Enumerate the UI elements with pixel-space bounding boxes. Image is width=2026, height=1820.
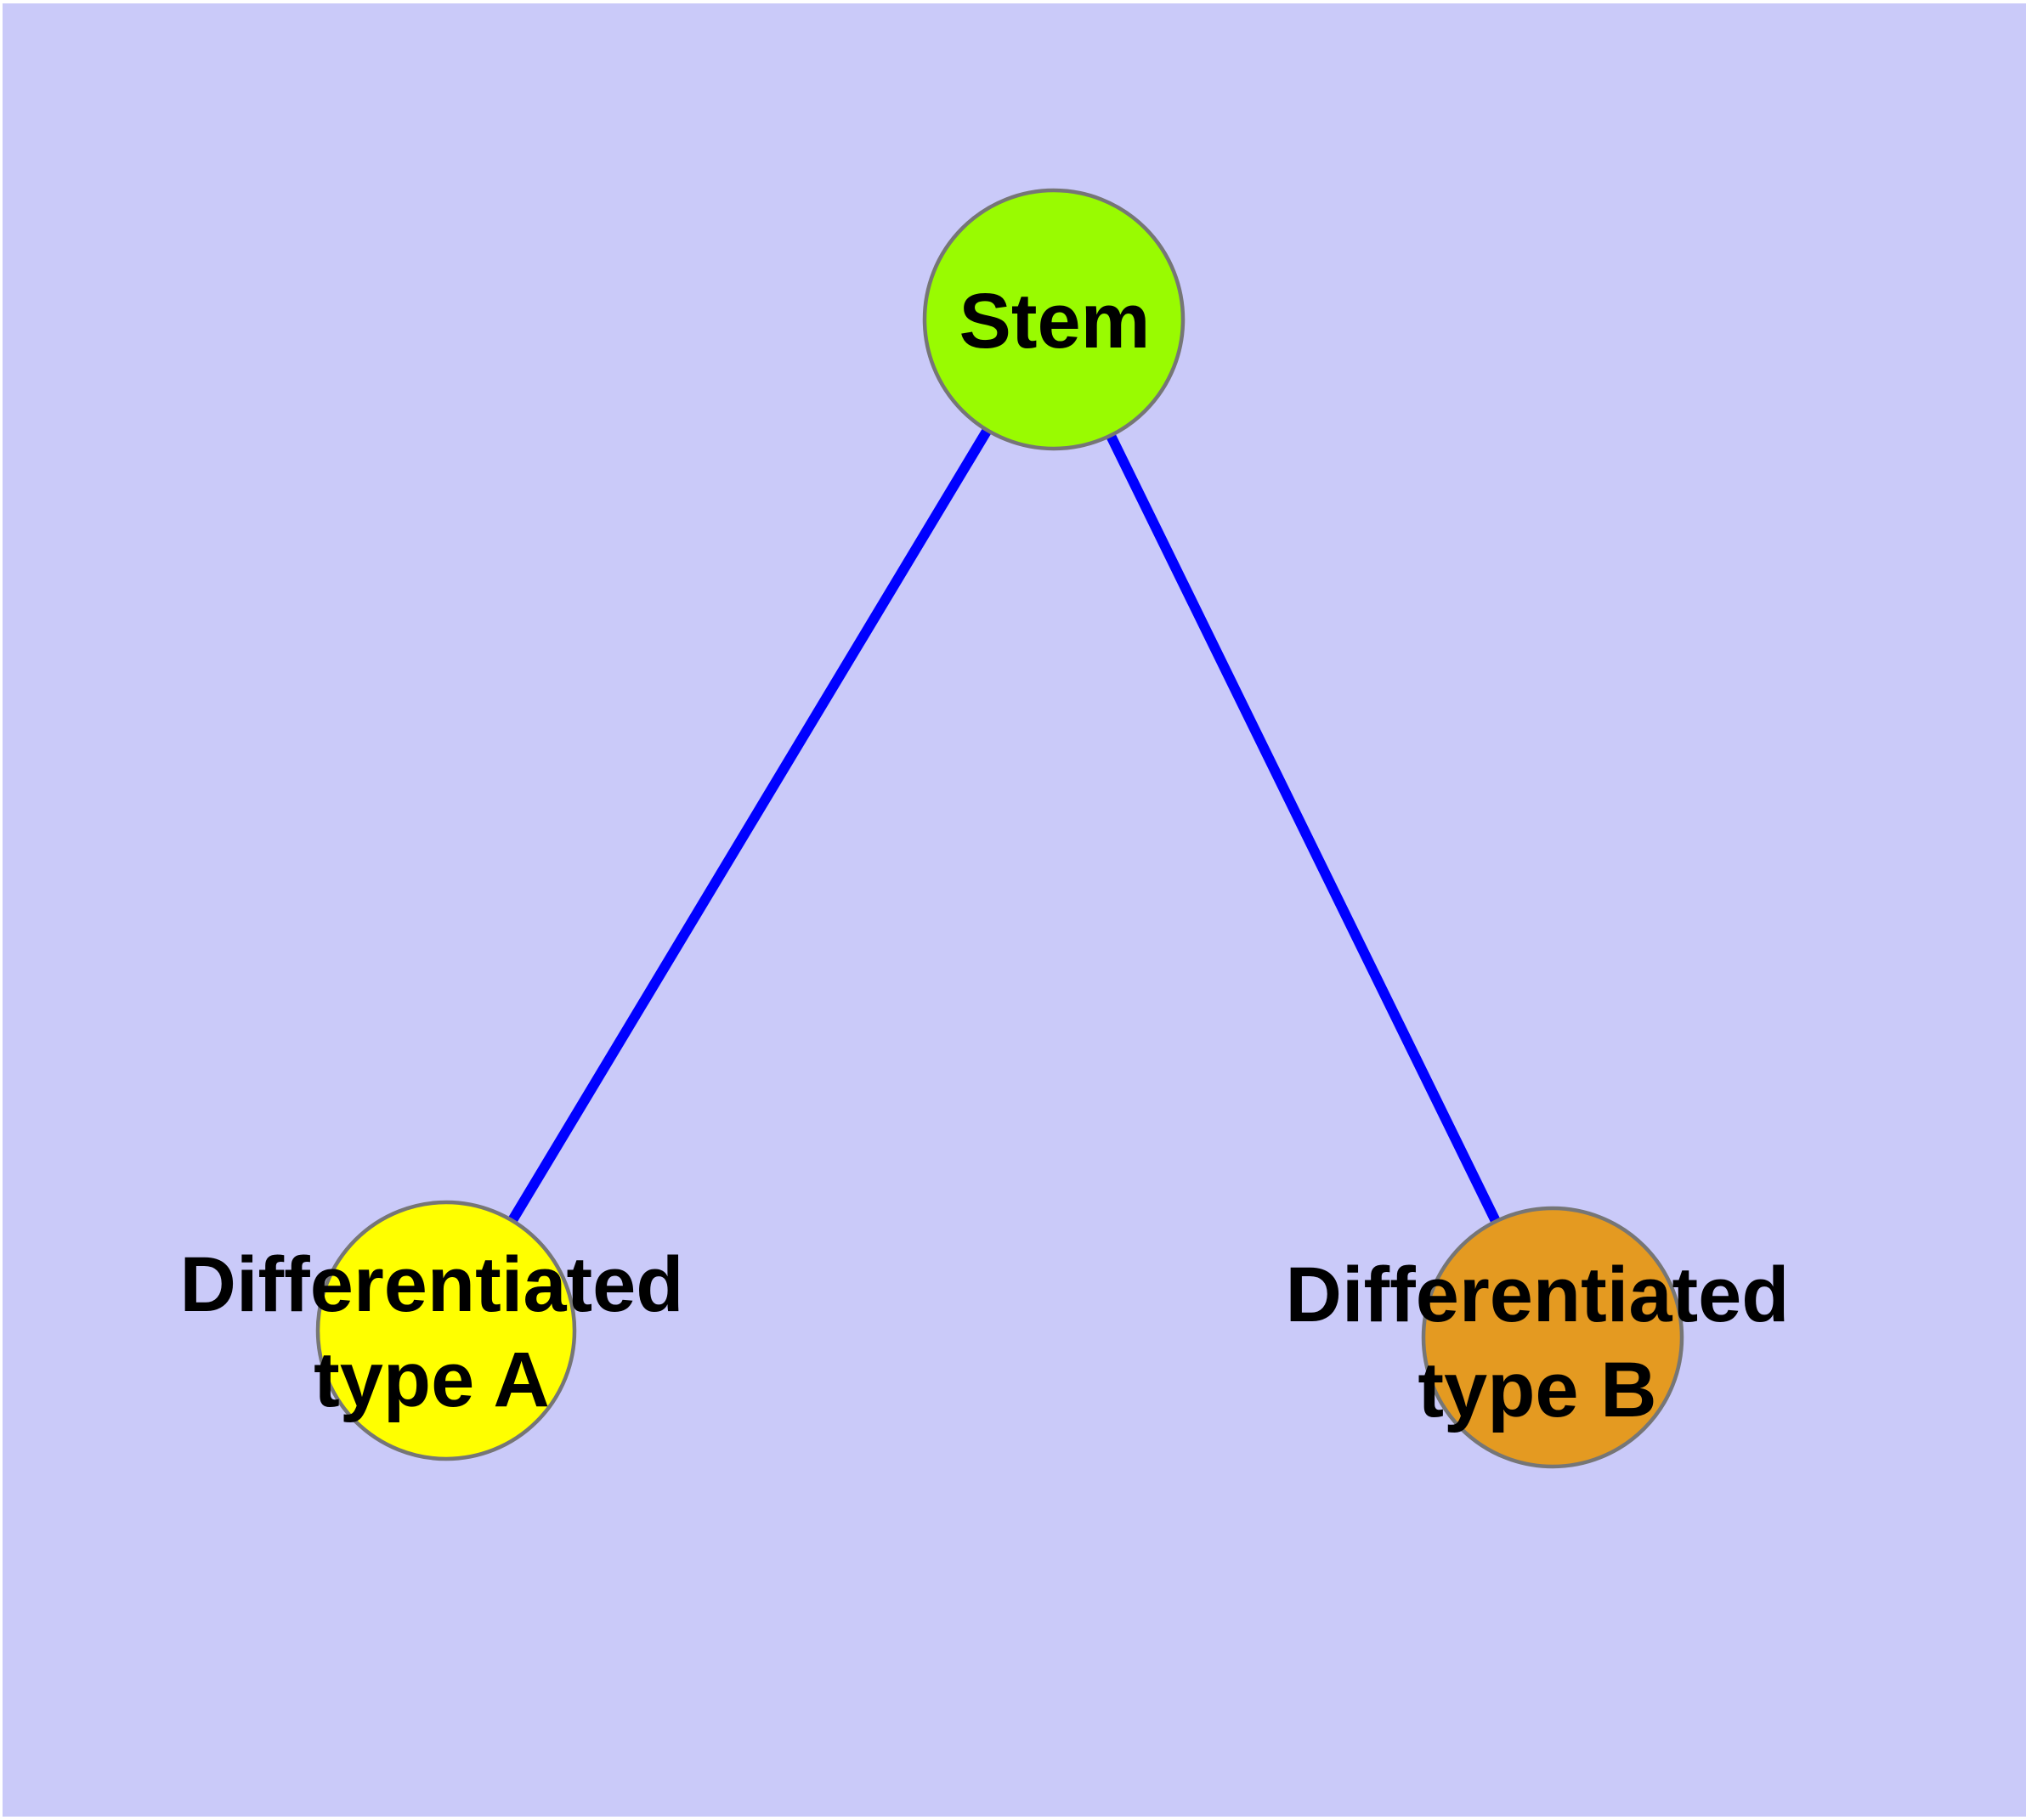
- graph: [315, 188, 1684, 1469]
- node-stem-label: Stem: [959, 274, 1151, 369]
- node-type-b-label-line-2: type B: [1418, 1347, 1657, 1433]
- edge-stem-to-type-a: [441, 316, 1059, 1334]
- node-type-a-circle: [315, 1200, 577, 1461]
- graph-canvas: Stem Differentiated type A Differentiate…: [3, 3, 2026, 1817]
- edge-stem-to-type-b: [1049, 317, 1558, 1340]
- node-type-b-circle: [1421, 1206, 1684, 1469]
- node-type-a-label-line-1: Differentiated: [179, 1241, 684, 1328]
- node-type-b-label-line-1: Differentiated: [1285, 1252, 1790, 1338]
- node-type-a-label: Differentiated type A: [180, 1237, 684, 1427]
- node-type-b-label: Differentiated type B: [1286, 1247, 1790, 1438]
- node-stem-circle: [922, 188, 1186, 451]
- node-stem-label-line-1: Stem: [959, 278, 1151, 365]
- node-type-a-label-line-2: type A: [314, 1337, 550, 1423]
